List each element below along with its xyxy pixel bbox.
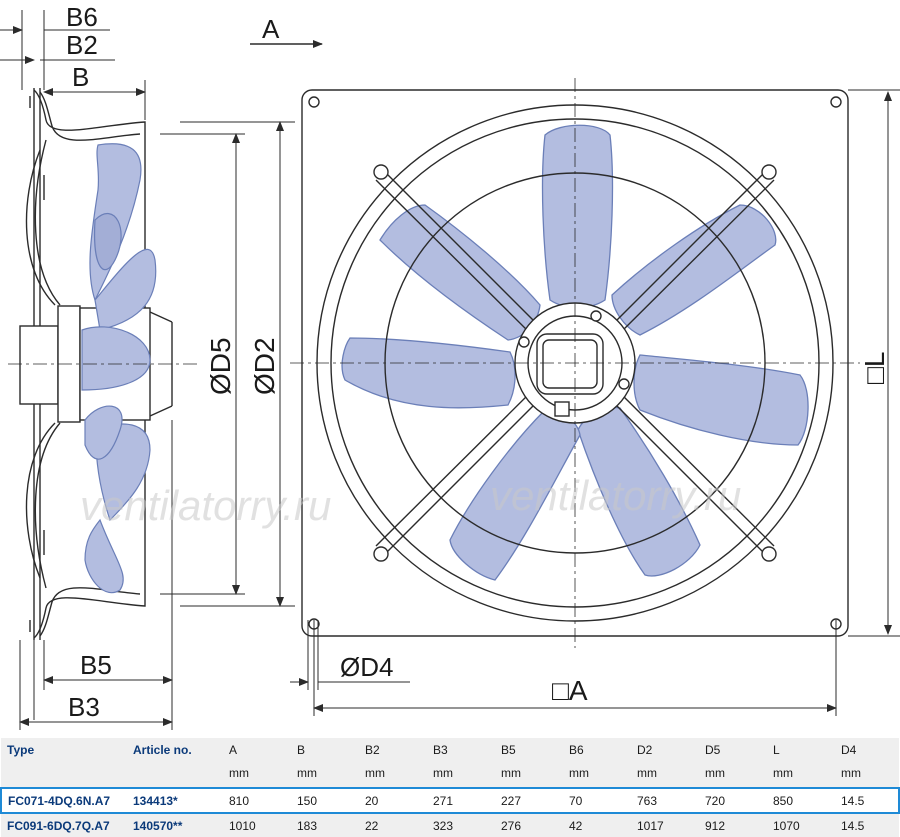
side-dimensions (0, 10, 295, 730)
side-view-blades (81, 143, 157, 594)
cell-d5: 912 (705, 818, 726, 833)
cell-d4: 14.5 (841, 818, 865, 833)
cell-l: 850 (767, 787, 835, 814)
cell-b: 183 (297, 818, 318, 833)
cell-d2: 763 (631, 787, 699, 814)
cell-type: FC091-6DQ.7Q.A7 (7, 818, 110, 833)
cell-b2: 22 (365, 818, 379, 833)
header-article: Article no. (133, 743, 192, 757)
watermark-left: ventilatorry.ru (80, 482, 331, 529)
cell-b6: 42 (569, 818, 583, 833)
label-square-a: □A (552, 675, 588, 706)
cell-b3: 323 (433, 818, 454, 833)
label-b: B (72, 62, 89, 92)
label-d5: ØD5 (205, 337, 236, 395)
label-d4: ØD4 (340, 652, 393, 682)
cell-b5: 276 (501, 818, 522, 833)
header-type: Type (7, 743, 35, 757)
cell-article: 140570** (133, 818, 183, 833)
cell-type: FC071-4DQ.6N.A7 (0, 787, 127, 814)
table-row: FC091-6DQ.7Q.A7 140570** 1010 183 22 323… (1, 813, 899, 837)
label-b3: B3 (68, 692, 100, 722)
label-view-a: A (262, 14, 280, 44)
fan-technical-drawing: ventilatorry.ru ventilatorry.ru B6 B2 B … (0, 2, 900, 730)
cell-b2: 20 (359, 787, 427, 814)
label-d2: ØD2 (249, 337, 280, 395)
label-b6: B6 (66, 2, 98, 32)
label-square-l: □L (859, 352, 890, 384)
cell-d4: 14.5 (835, 787, 900, 814)
cell-a: 1010 (229, 818, 256, 833)
front-view-blades (341, 124, 809, 581)
cell-a: 810 (223, 787, 291, 814)
cell-b3: 271 (427, 787, 495, 814)
table-row: FC071-4DQ.6N.A7 134413* 810 150 20 271 2… (0, 787, 900, 814)
cell-l: 1070 (773, 818, 800, 833)
cell-article: 134413* (127, 787, 223, 814)
watermark-right: ventilatorry.ru (490, 472, 741, 519)
cell-d2: 1017 (637, 818, 664, 833)
front-dimensions (290, 89, 900, 716)
front-centerlines (290, 78, 860, 648)
side-view (19, 88, 173, 640)
label-b2: B2 (66, 30, 98, 60)
cell-b5: 227 (495, 787, 563, 814)
cell-d5: 720 (699, 787, 767, 814)
label-b5: B5 (80, 650, 112, 680)
cell-b: 150 (291, 787, 359, 814)
cell-b6: 70 (563, 787, 631, 814)
